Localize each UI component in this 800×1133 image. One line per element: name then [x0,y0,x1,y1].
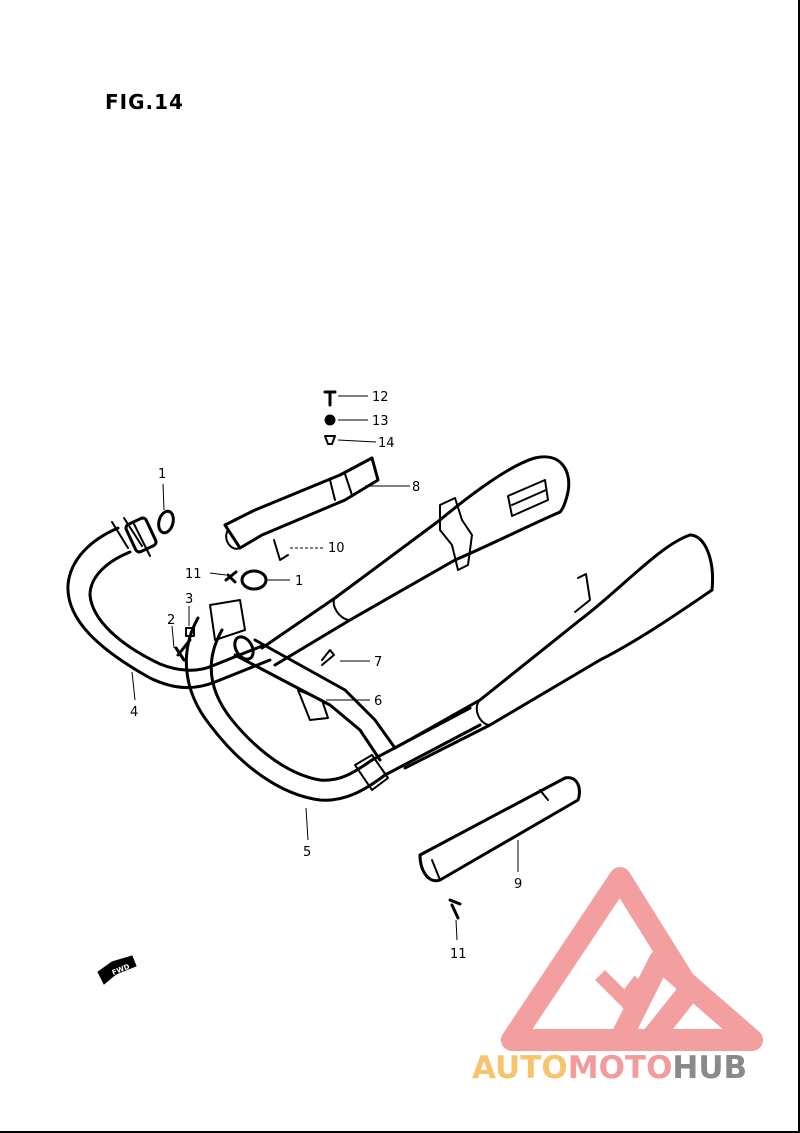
forward-arrow-icon: FWD [97,955,137,985]
callout-14: 14 [378,436,395,451]
automotohub-logo-icon [501,867,763,1051]
callout-7: 7 [374,655,382,670]
bolt-12 [323,390,337,407]
callout-12: 12 [372,390,389,405]
automotohub-watermark: AUTOMOTOHUB [472,1050,747,1086]
callout-13: 13 [372,414,389,429]
callout-9: 9 [514,877,522,892]
callout-1-right: 1 [295,574,303,589]
callout-6: 6 [374,694,382,709]
muffler-upper [260,455,571,667]
nut-14 [324,435,336,445]
callout-4: 4 [130,705,138,720]
callout-3: 3 [185,592,193,607]
stud-2 [174,638,192,662]
bracket-10 [273,539,289,561]
muffler-lower [393,533,715,770]
watermark-auto: AUTO [472,1050,568,1086]
leader-lines [131,395,519,941]
gasket-1-right [240,569,268,591]
nut-3 [185,627,195,637]
callout-11-upper: 11 [185,567,202,582]
exhaust-pipe-4 [66,516,272,690]
gasket-1-left [157,509,175,535]
clamp-6 [297,689,329,721]
watermark-moto: MOTO [567,1050,673,1086]
callout-1-left: 1 [158,467,166,482]
heat-shield-9 [418,776,581,883]
callout-10: 10 [328,541,345,556]
bolt-11-upper [224,570,238,584]
bolt-7 [321,649,335,666]
callout-11-lower: 11 [450,947,467,962]
callout-8: 8 [412,480,420,495]
heat-shield-8 [223,456,380,550]
callout-5: 5 [303,845,311,860]
washer-13 [324,414,336,426]
bolt-11-lower [448,898,462,920]
crossover-pipe [233,635,397,762]
exhaust-pipe-5 [184,599,482,802]
figure-title: FIG.14 [105,90,184,114]
callout-2: 2 [167,613,175,628]
watermark-hub: HUB [672,1050,748,1086]
